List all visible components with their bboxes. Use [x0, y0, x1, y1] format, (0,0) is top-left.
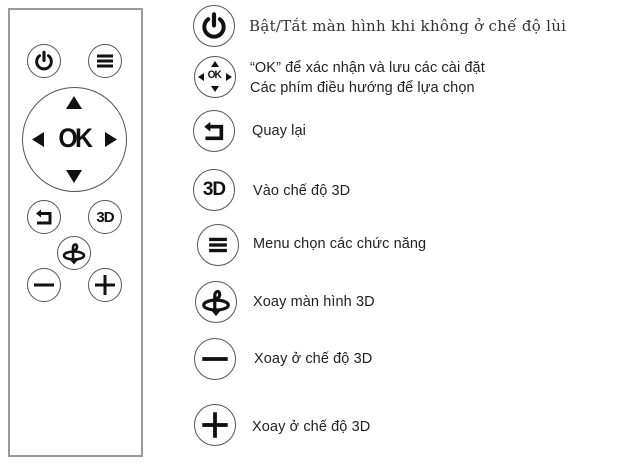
legend-plus-text: Xoay ở chế độ 3D — [252, 419, 371, 435]
legend-rotate-text: Xoay màn hình 3D — [253, 294, 375, 310]
arrow-left-icon — [198, 73, 204, 81]
arrow-left-icon[interactable] — [32, 132, 44, 147]
legend-plus-icon — [194, 404, 236, 446]
arrow-down-icon[interactable] — [66, 170, 82, 183]
remote-plus-button[interactable] — [88, 268, 122, 302]
legend-power-icon — [193, 5, 235, 47]
menu-icon — [97, 54, 113, 68]
legend-3d-text: Vào chế độ 3D — [253, 183, 351, 199]
power-icon — [35, 50, 53, 71]
arrow-up-icon — [211, 61, 219, 67]
power-icon — [202, 12, 226, 39]
legend-ok-text: “OK” để xác nhận và lưu các cài đặt — [250, 60, 485, 76]
ok-label: OK — [207, 69, 222, 81]
legend-back-text: Quay lại — [252, 123, 306, 139]
remote-rotate-button[interactable] — [57, 236, 91, 270]
minus-icon — [202, 357, 228, 361]
rotate-3d-icon — [62, 243, 86, 265]
remote-power-button[interactable] — [27, 44, 61, 78]
legend-power-text: Bật/Tắt màn hình khi không ở chế độ lùi — [249, 17, 567, 35]
legend-menu-text: Menu chọn các chức năng — [253, 236, 427, 252]
remote-control-frame — [8, 8, 143, 457]
legend-ok-dpad-icon: OK — [194, 56, 236, 98]
three-d-label: 3D — [202, 179, 226, 200]
plus-icon — [95, 275, 115, 295]
legend-navigation-text: Các phím điều hướng để lựa chọn — [250, 80, 475, 96]
minus-icon — [34, 283, 54, 287]
remote-dpad: OK — [22, 87, 127, 192]
remote-3d-button[interactable]: 3D — [88, 200, 122, 234]
three-d-label: 3D — [96, 208, 114, 226]
arrow-right-icon — [226, 73, 232, 81]
rotate-3d-icon — [202, 289, 230, 317]
back-icon — [36, 209, 52, 225]
legend-rotate-icon — [195, 281, 237, 323]
ok-button[interactable]: OK — [58, 123, 92, 153]
remote-menu-button[interactable] — [88, 44, 122, 78]
legend-3d-icon: 3D — [193, 169, 235, 211]
menu-icon — [209, 237, 227, 253]
remote-back-button[interactable] — [27, 200, 61, 234]
plus-icon — [202, 412, 228, 438]
legend-minus-text: Xoay ở chế độ 3D — [254, 351, 373, 367]
back-icon — [204, 121, 224, 141]
remote-minus-button[interactable] — [27, 268, 61, 302]
legend-menu-icon — [197, 224, 239, 266]
arrow-up-icon[interactable] — [66, 96, 82, 109]
arrow-down-icon — [211, 86, 219, 92]
legend-minus-icon — [194, 338, 236, 380]
arrow-right-icon[interactable] — [105, 132, 117, 147]
legend-back-icon — [193, 110, 235, 152]
